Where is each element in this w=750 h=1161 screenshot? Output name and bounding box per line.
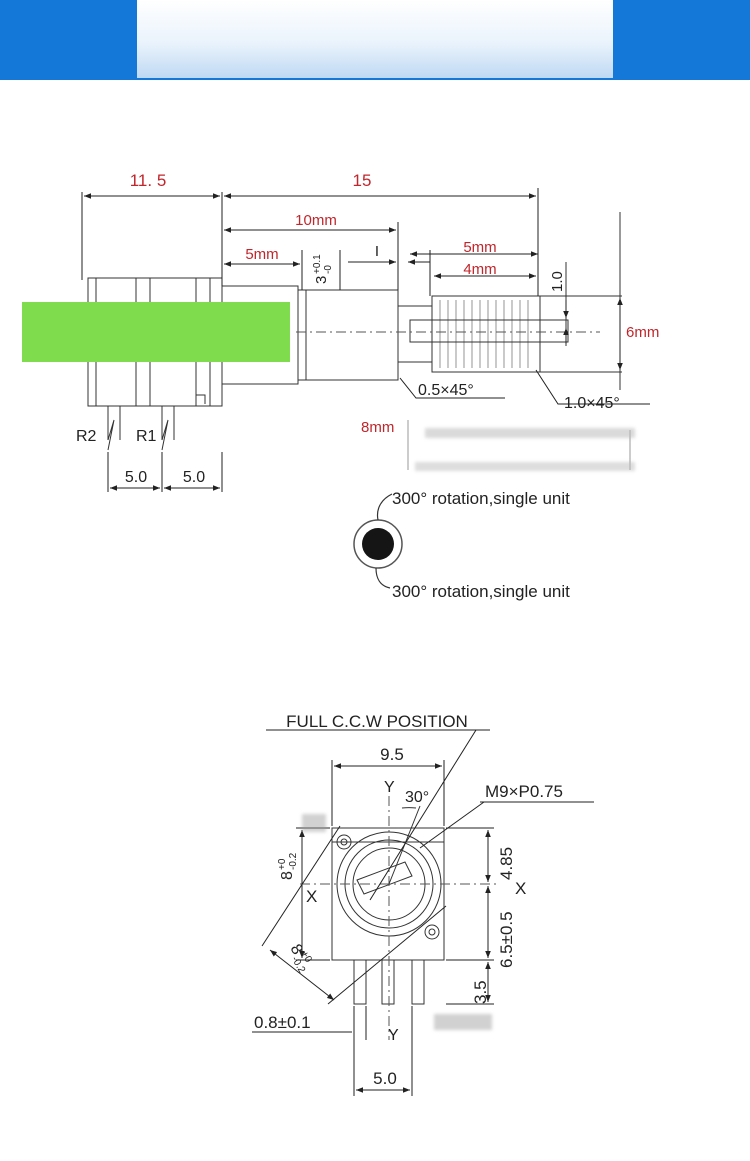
rotation-indicator [353,493,403,589]
shaft-slot [409,319,569,343]
dim-angle: 30° [405,789,429,806]
dim-pin-diameter: 0.8±0.1 [254,1013,311,1032]
axis-x-right: X [515,879,526,898]
dim-front-width: 9.5 [380,745,404,764]
front-title: FULL C.C.W POSITION [286,712,468,731]
axis-y-top: Y [384,779,395,796]
dim-shaft-10mm: 10mm [295,212,337,229]
dim-front-height-tol-up: +0 [277,858,288,870]
dim-center: 6.5±0.5 [497,911,516,968]
green-highlight-bar [22,302,290,362]
dim-upper: 4.85 [497,847,516,880]
dim-thread: M9×P0.75 [485,782,563,801]
dim-body-length: 11. 5 [130,171,167,190]
dim-front-diagonal-tol-up: +0 [298,949,313,965]
mount-hole-bottom-right [424,924,440,940]
header-banner [0,0,750,80]
shaft-knurl [431,295,541,373]
dim-knurl-5mm: 5mm [463,239,496,256]
dim-chamfer-10: 1.0×45° [564,395,620,412]
rotation-text-bottom: 300° rotation,single unit [392,582,570,601]
dim-front-diagonal: 8 +0 -0.2 [287,942,314,976]
dim-shaft-total: 15 [353,171,372,190]
axis-y-bottom: Y [388,1027,399,1044]
dim-front-height: 8 +0 -0.2 [277,852,299,880]
dim-tolerance-value: 3 [313,276,330,284]
blurred-annotation [415,428,635,471]
dim-tip: 1.0 [549,271,566,292]
shaft-neck [397,305,433,363]
rotation-text-top: 300° rotation,single unit [392,489,570,508]
dim-slot: I [375,243,379,260]
dim-pin-pitch-1: 5.0 [125,469,147,486]
dim-diameter-8mm: 8mm [361,419,394,436]
dim-diameter-6mm: 6mm [626,324,659,341]
dim-front-height-value: 8 [279,871,296,880]
dim-leg: 3.5 [471,980,490,1004]
leg-right [411,959,425,1005]
pin-label-r2: R2 [76,428,97,445]
dim-knurl-4mm: 4mm [463,261,496,278]
dim-front-pitch: 5.0 [373,1069,397,1088]
mount-hole-top-left [336,834,352,850]
front-dimension-lines [252,729,594,1096]
pin-label-r1: R1 [136,428,157,445]
bushing-thread [297,289,399,381]
dim-tolerance-up: +0.1 [312,254,323,274]
dim-bush-5mm: 5mm [245,246,278,263]
front-view [300,796,500,1040]
shaft-slot-front [356,861,413,895]
dim-tolerance-down: -0 [323,265,334,274]
dim-pin-pitch-2: 5.0 [183,469,205,486]
side-dimension-lines [81,188,650,492]
dim-front-height-tol-down: -0.2 [288,852,299,870]
rotation-knob [362,528,394,560]
header-banner-panel [137,0,613,78]
dim-chamfer-05: 0.5×45° [418,382,474,399]
leg-left [353,959,367,1005]
pin-r2-outline [107,406,121,440]
pin-r1-outline [161,406,175,440]
axis-x-left: X [306,887,317,906]
dim-tolerance: 3 +0.1 -0 [312,254,334,284]
blurred-marks [302,814,492,1030]
side-view [87,212,622,451]
leg-middle [381,959,395,1005]
